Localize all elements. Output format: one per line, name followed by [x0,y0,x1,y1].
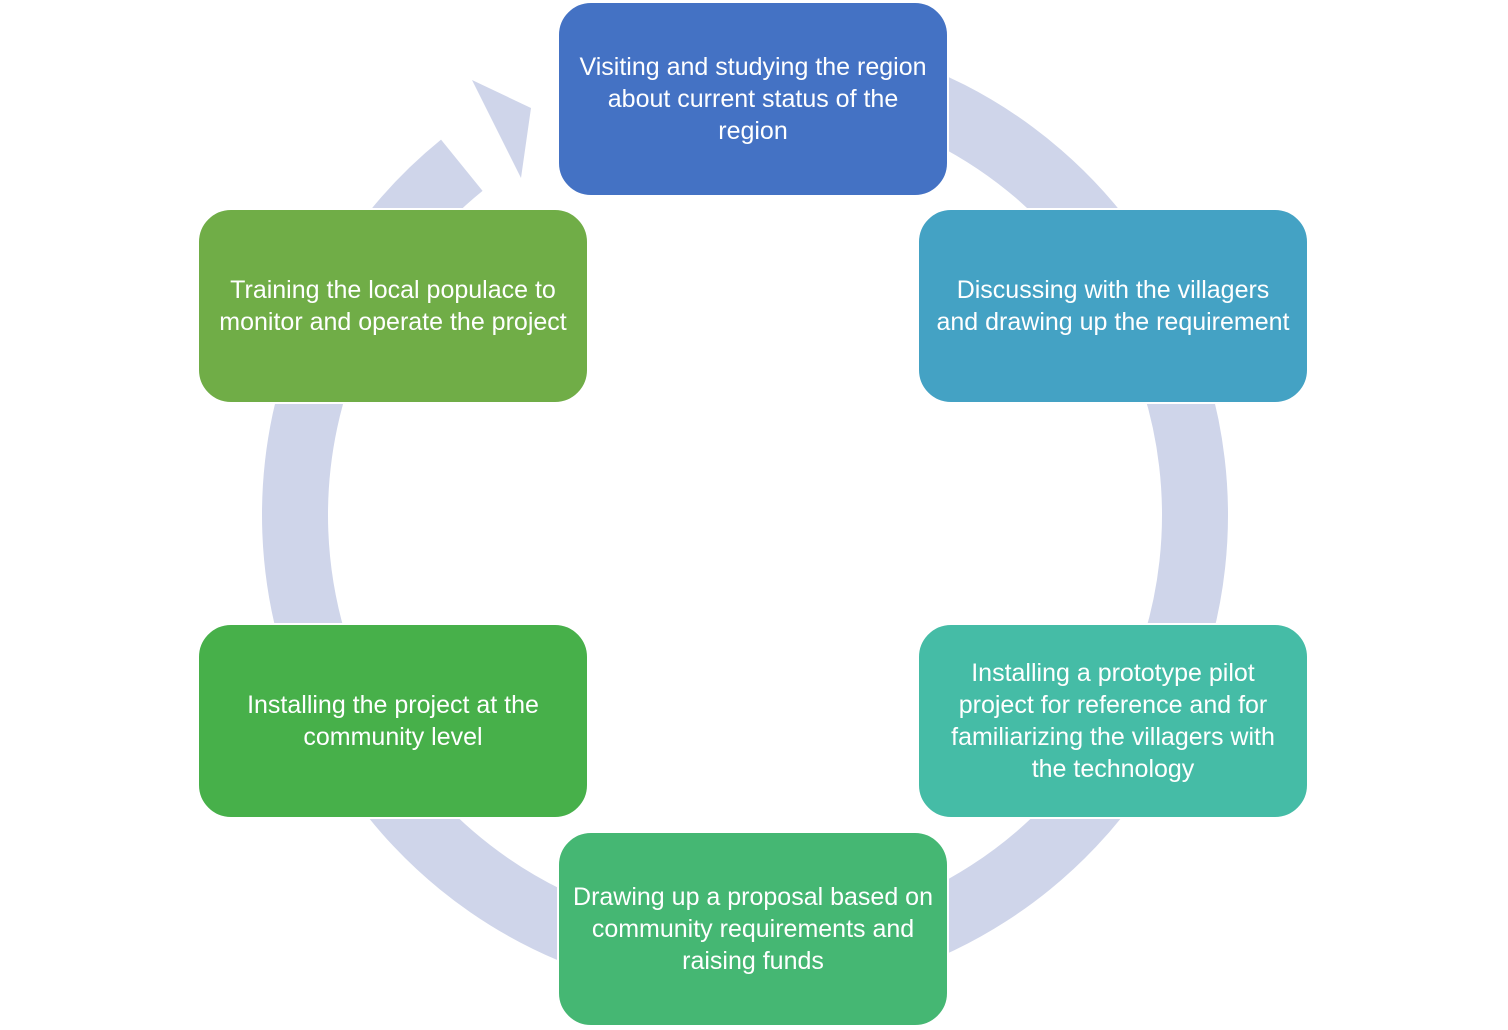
step-6-label: Training the local populace to monitor a… [219,276,567,336]
step-1-label: Visiting and studying the region about c… [579,53,927,145]
step-3-prototype-pilot: Installing a prototype pilot project for… [917,623,1309,819]
step-3-label: Installing a prototype pilot project for… [951,659,1275,783]
step-6-training: Training the local populace to monitor a… [197,208,589,404]
cycle-arrow-head-icon [472,80,531,178]
step-1-visit-region: Visiting and studying the region about c… [557,1,949,197]
step-4-proposal-funds: Drawing up a proposal based on community… [557,831,949,1027]
step-5-label: Installing the project at the community … [247,691,539,751]
step-5-install-project: Installing the project at the community … [197,623,589,819]
step-4-label: Drawing up a proposal based on community… [573,883,933,975]
step-2-label: Discussing with the villagers and drawin… [936,276,1290,336]
step-2-discuss-villagers: Discussing with the villagers and drawin… [917,208,1309,404]
